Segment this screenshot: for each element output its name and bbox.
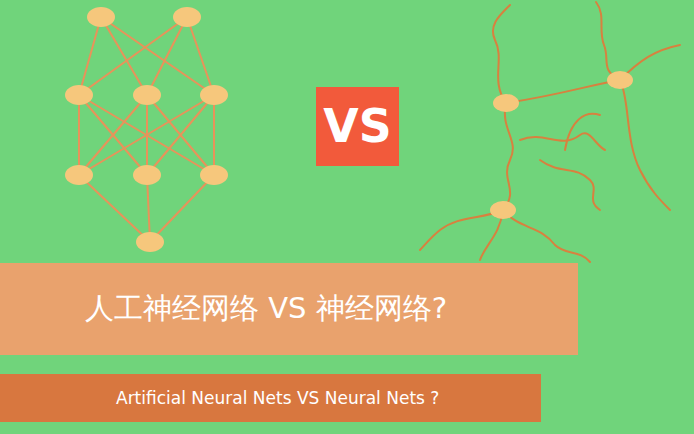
vs-badge: VS <box>316 87 399 166</box>
band-text: Artificial Neural Nets VS Neural Nets ? <box>116 388 439 408</box>
biological-cell-bodies <box>490 71 633 219</box>
band-text: 人工神经网络 VS 神经网络? <box>85 289 447 329</box>
network-links <box>79 17 214 242</box>
network-neurons <box>65 7 228 252</box>
title-band: 人工神经网络 VS 神经网络? <box>0 263 578 355</box>
subtitle-band: Artificial Neural Nets VS Neural Nets ? <box>0 374 541 422</box>
badge-text: VS <box>323 100 391 153</box>
biological-neurons <box>420 2 680 262</box>
